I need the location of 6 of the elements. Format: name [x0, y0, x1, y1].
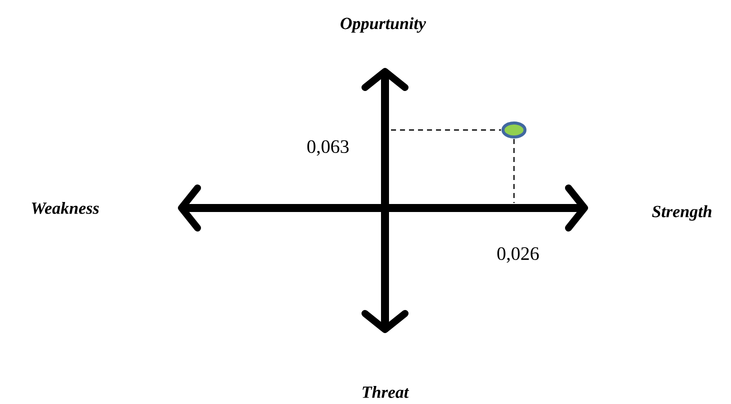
- axis-label: Oppurtunity: [340, 17, 426, 33]
- axis-label: Threat: [362, 386, 410, 398]
- tick-value: 0,063: [307, 140, 349, 156]
- tick-value: 0,026: [497, 247, 539, 263]
- axis-label: Weakness: [32, 202, 99, 214]
- axis-label: Strength: [652, 205, 712, 221]
